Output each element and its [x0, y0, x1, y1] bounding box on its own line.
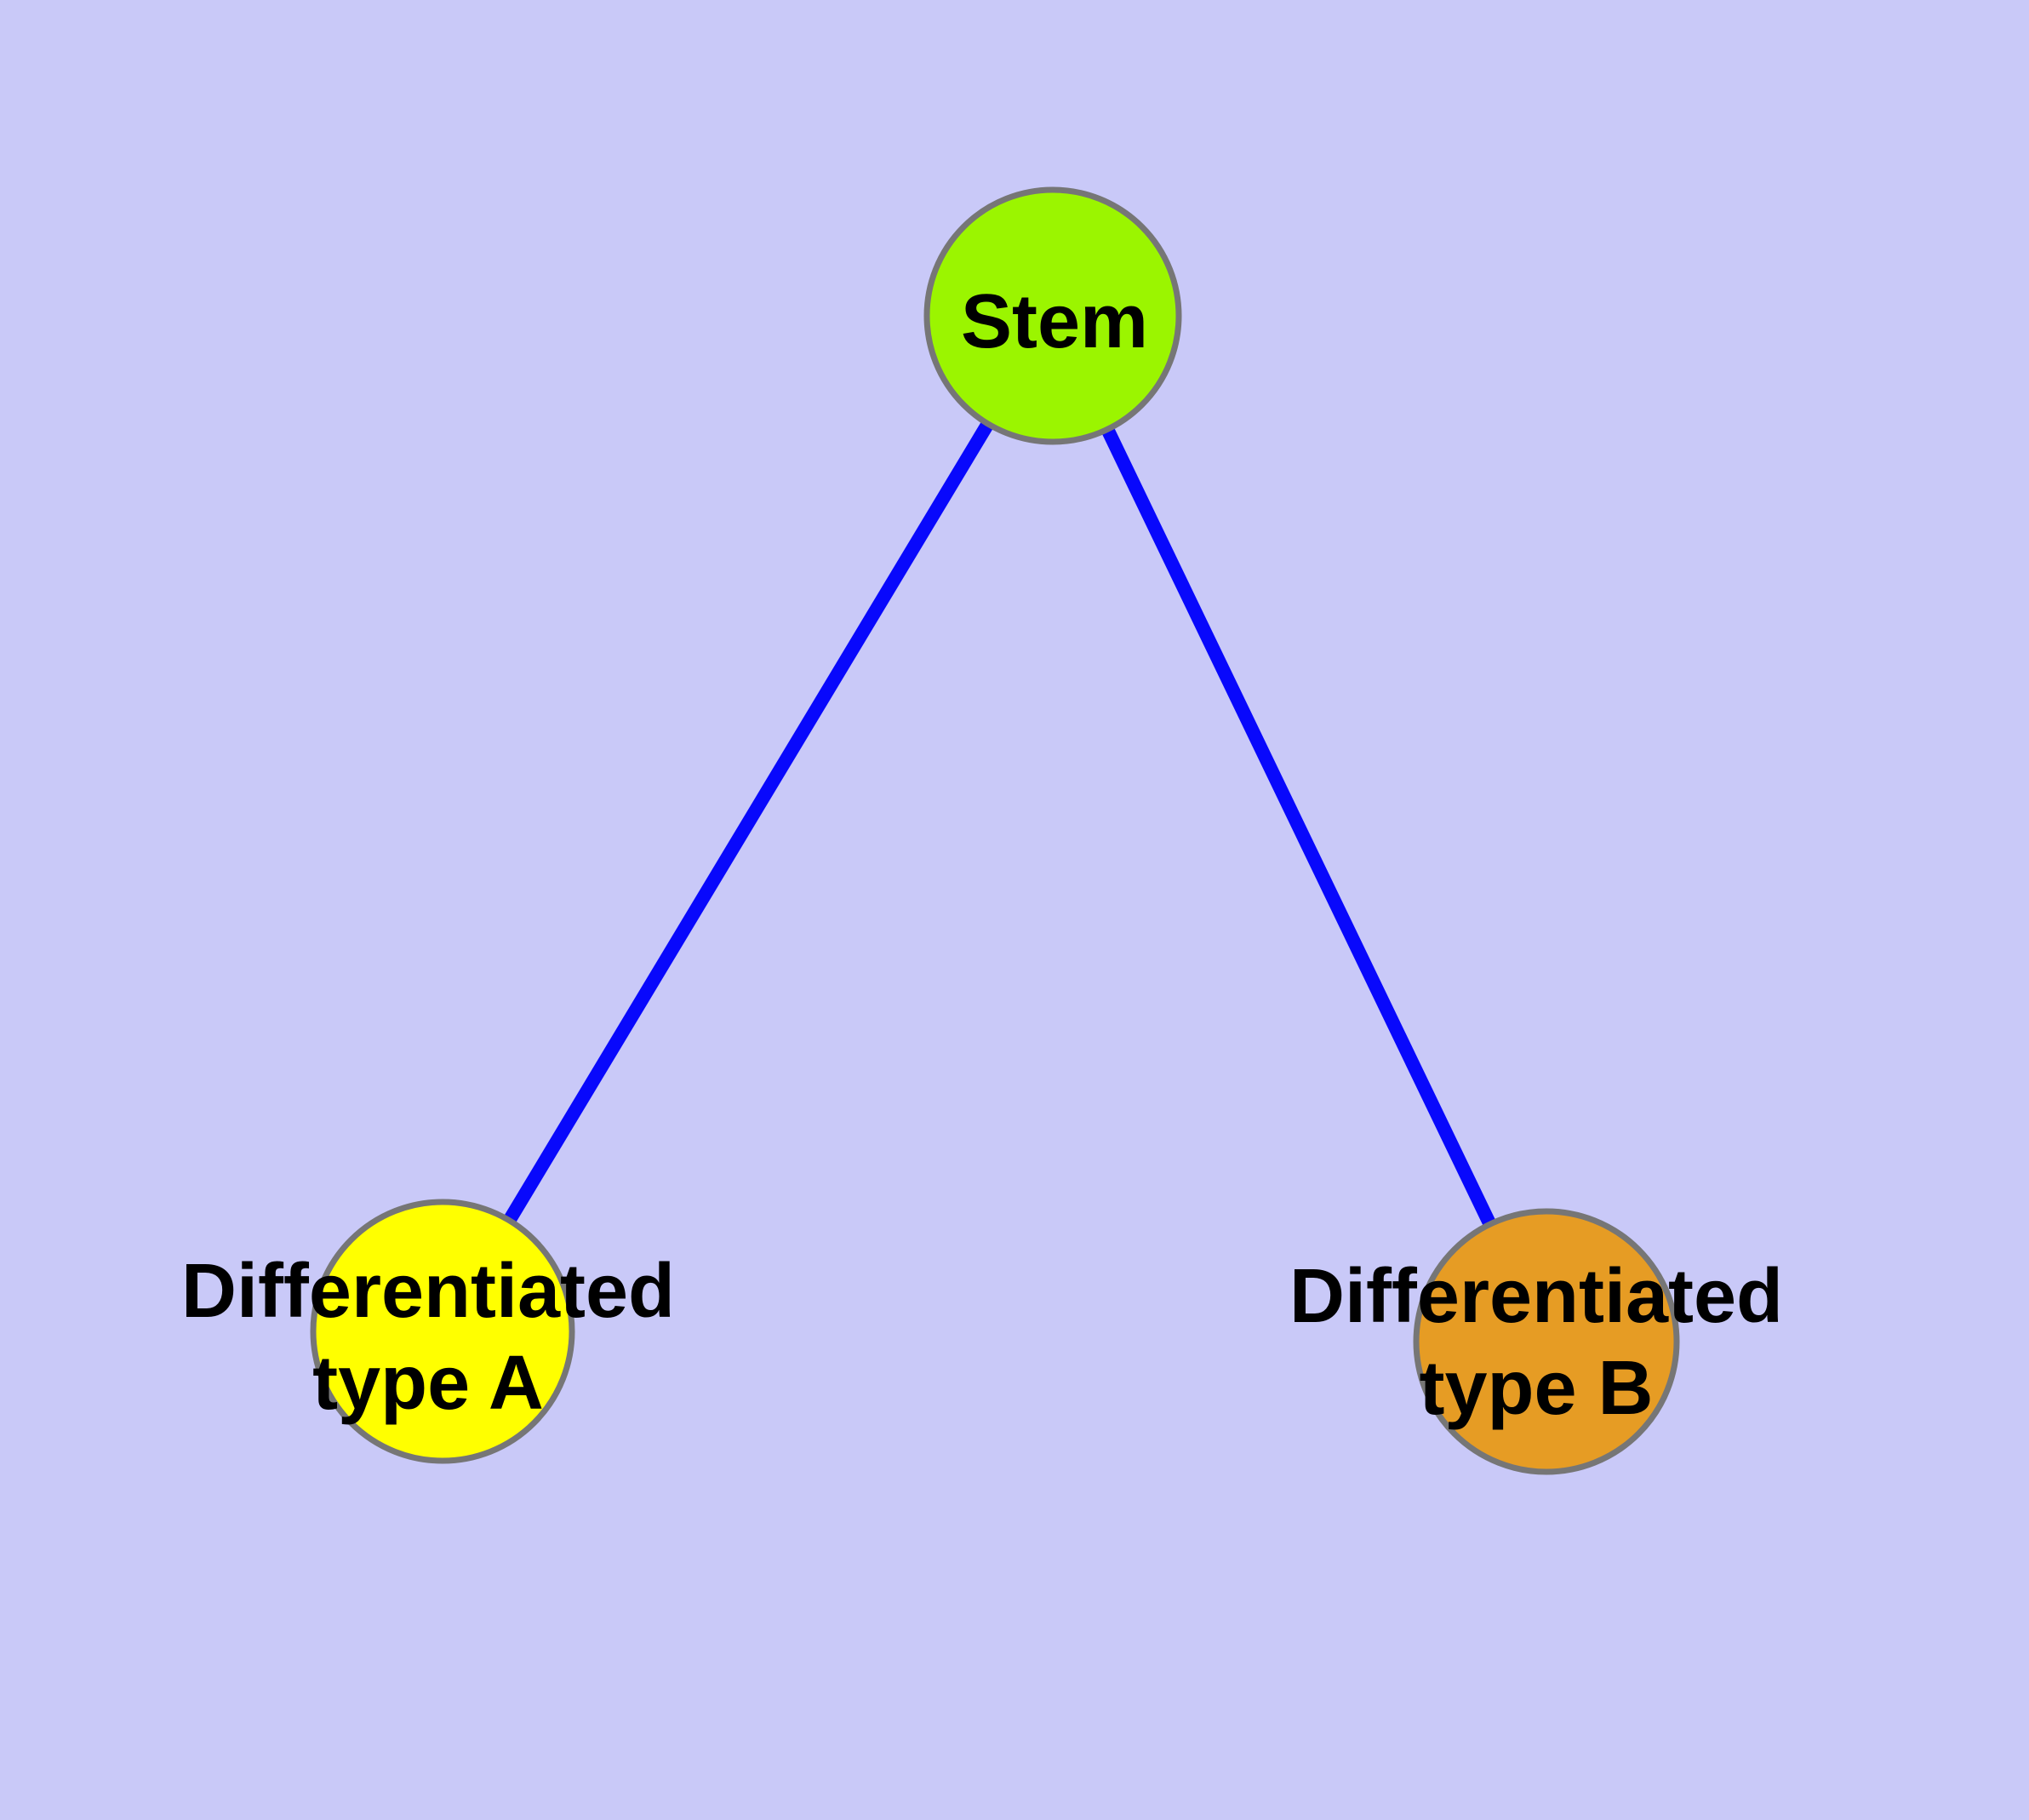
node-type-b-circle — [1413, 1208, 1680, 1475]
node-type-a-label-line2: type A — [312, 1341, 544, 1426]
node-type-b-label-line2: type B — [1419, 1346, 1653, 1431]
node-stem-circle — [923, 186, 1182, 445]
edge-stem-to-type-a — [437, 312, 1059, 1336]
node-type-b-label-line1: Differentiated — [1289, 1254, 1783, 1339]
edge-stem-to-type-b — [1046, 312, 1553, 1345]
node-type-a-circle — [310, 1199, 575, 1464]
node-type-a-label-line1: Differentiated — [181, 1249, 675, 1334]
node-stem-label: Stem — [961, 279, 1148, 364]
